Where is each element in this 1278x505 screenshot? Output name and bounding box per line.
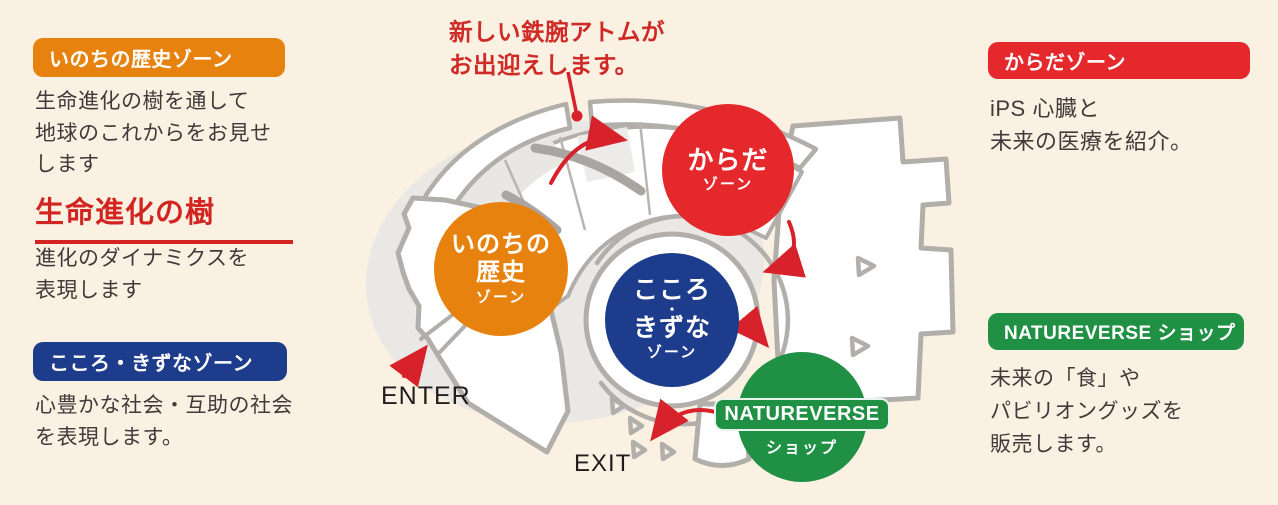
atom-callout-text: 新しい鉄腕アトムが お出迎えします。: [449, 19, 665, 78]
zone-history-line1: いのちの: [451, 230, 551, 258]
tree-of-life-description: 進化のダイナミクスを 表現します: [35, 247, 249, 302]
karada-zone-description: iPS 心臓と 未来の医療を紹介。: [990, 96, 1193, 154]
badge-natureverse-shop-label: NATUREVERSE ショップ: [1004, 323, 1236, 344]
badge-karada-zone-label: からだゾーン: [1004, 52, 1126, 74]
map-zone-kokoro: こころ ・ きずな ゾーン: [605, 253, 739, 387]
natureverse-shop-description: 未来の「食」や パビリオングッズを 販売します。: [990, 367, 1184, 456]
enter-label: ENTER: [381, 382, 471, 410]
badge-karada-zone: からだゾーン: [988, 42, 1250, 79]
badge-natureverse-shop: NATUREVERSE ショップ: [988, 313, 1244, 350]
badge-kokoro-zone-label: こころ・きずなゾーン: [49, 353, 253, 375]
route-arrow-kokoro-to-shop-icon: [729, 305, 770, 349]
zone-history-line2: 歴史: [476, 258, 526, 286]
zone-kokoro-dot: ・: [665, 302, 679, 317]
badge-history-zone: いのちの歴史ゾーン: [33, 38, 285, 77]
callout-leader-dot: [571, 110, 583, 122]
zone-kokoro-line2: きずな: [632, 314, 711, 342]
right-wall-triangles: [849, 255, 877, 358]
zone-shop-label: ショップ: [765, 440, 838, 457]
map-zone-karada: からだ ゾーン: [662, 104, 794, 236]
tree-of-life-title: 生命進化の樹: [35, 189, 293, 244]
route-arrows: [389, 115, 806, 442]
badge-history-zone-label: いのちの歴史ゾーン: [49, 49, 233, 71]
zone-kokoro-line1: こころ: [632, 276, 711, 304]
map-zone-shop-band: NATUREVERSE: [714, 398, 890, 431]
exit-label: EXIT: [574, 450, 632, 477]
route-arrow-karada-to-kokoro-icon: [762, 220, 806, 278]
map-zone-shop-sub: ショップ: [737, 434, 867, 458]
zone-shop-band-label: NATUREVERSE: [724, 403, 880, 425]
history-zone-description: 生命進化の樹を通して 地球のこれからをお見せ します: [35, 90, 272, 176]
exit-path-triangles: [609, 395, 677, 462]
enter-arrow-icon: [389, 344, 428, 388]
zone-kokoro-line3: ゾーン: [646, 344, 698, 361]
zone-history-line3: ゾーン: [475, 288, 527, 306]
fan-band-right: [587, 98, 819, 171]
zone-karada-line2: ゾーン: [702, 175, 754, 193]
map-zone-history: いのちの 歴史 ゾーン: [434, 202, 568, 336]
kokoro-zone-description: 心豊かな社会・互助の社会 を表現します。: [35, 394, 293, 449]
route-arrow-to-karada-icon: [549, 115, 628, 185]
badge-kokoro-zone: こころ・きずなゾーン: [33, 342, 287, 381]
callout-leader-line: [566, 71, 583, 122]
zone-karada-line1: からだ: [687, 144, 769, 175]
